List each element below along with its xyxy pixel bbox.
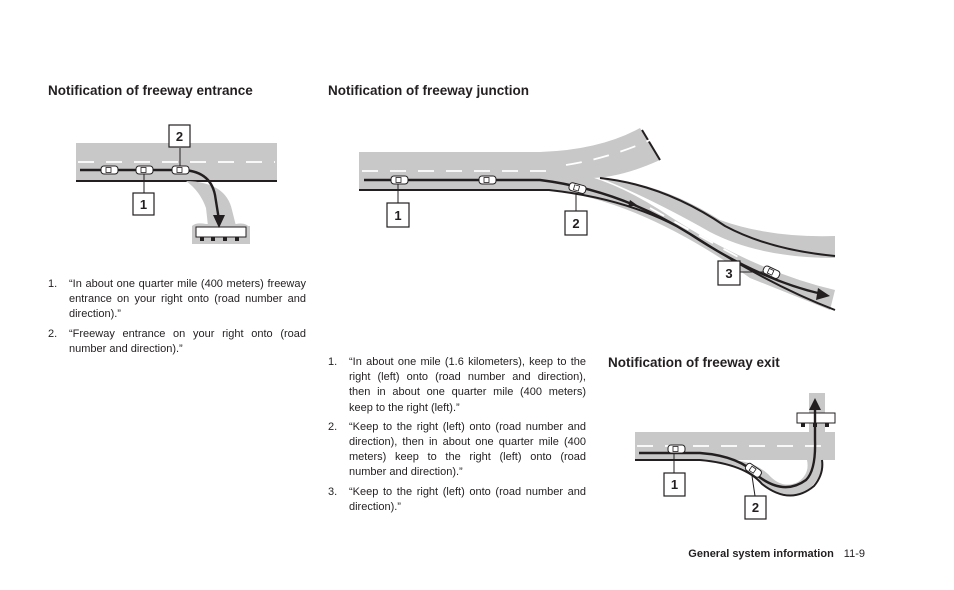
exit-car-1 [667,444,686,454]
entrance-list: 1.“In about one quarter mile (400 meters… [48,277,306,361]
list-item: 2.“Freeway entrance on your right onto (… [48,327,306,355]
page-number: 11-9 [843,548,865,560]
junction-car-2 [478,175,497,185]
list-item: 1.“In about one quarter mile (400 meters… [48,278,306,321]
list-item: 2.“Keep to the right (left) onto (road n… [328,420,586,479]
junction-callout-1: 1 [386,202,410,228]
entrance-callout-2: 2 [168,124,191,148]
svg-text:2: 2 [572,216,579,231]
svg-text:2: 2 [176,129,183,144]
junction-callout-3: 3 [717,260,741,286]
junction-heading: Notification of freeway junction [328,83,530,98]
entrance-car-1 [100,165,119,175]
svg-text:1: 1 [394,208,401,223]
svg-text:1: 1 [671,477,678,492]
svg-text:1: 1 [140,197,147,212]
svg-text:3: 3 [725,266,732,281]
exit-heading: Notification of freeway exit [608,355,780,370]
footer-section-title: General system information [688,548,834,560]
exit-callout-1: 1 [663,472,686,497]
exit-callout-2: 2 [744,495,767,520]
entrance-heading: Notification of freeway entrance [48,83,253,98]
exit-car-2 [744,462,762,478]
junction-list: 1.“In about one mile (1.6 kilometers), k… [328,355,586,519]
list-item: 3.“Keep to the right (left) onto (road n… [328,485,586,513]
junction-callout-2: 2 [564,210,588,236]
junction-car-3 [568,182,587,195]
list-item: 1.“In about one mile (1.6 kilometers), k… [328,356,586,414]
page-footer: General system information 11-9 [688,548,865,560]
entrance-callout-1: 1 [132,192,155,216]
svg-text:2: 2 [752,500,759,515]
junction-car-1 [390,175,409,185]
junction-car-4 [762,265,781,279]
